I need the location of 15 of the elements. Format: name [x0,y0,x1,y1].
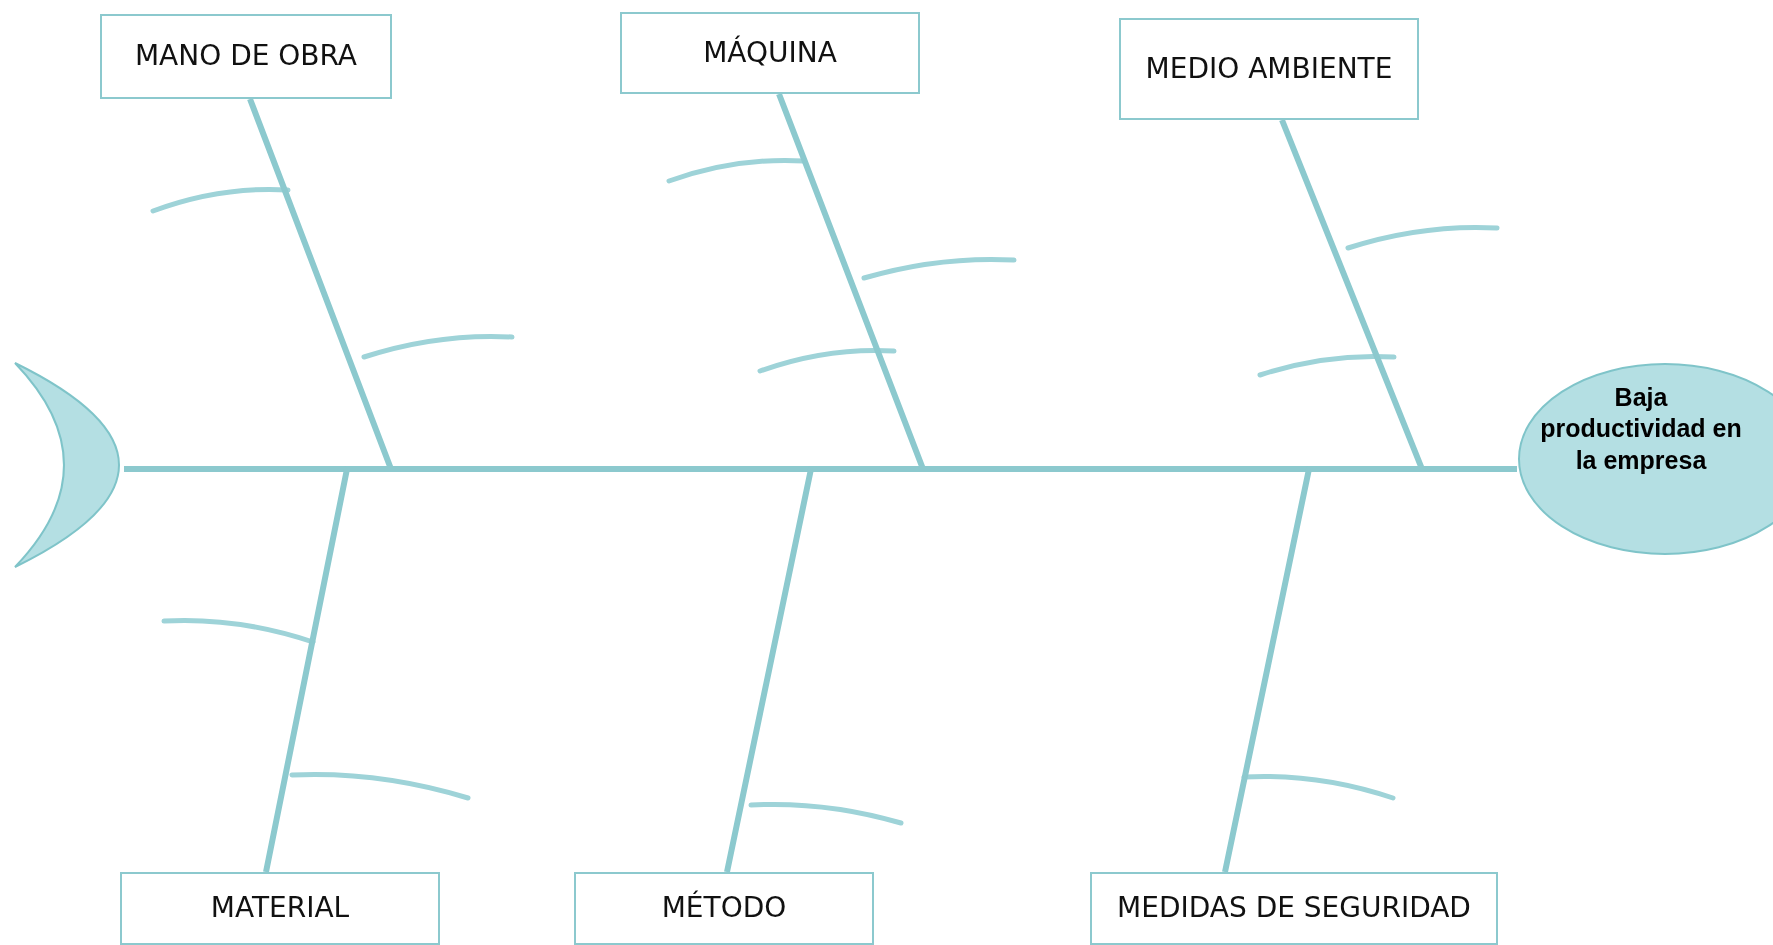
category-label: MÁQUINA [703,34,837,71]
category-box [620,12,920,94]
category-label: MÉTODO [661,890,787,927]
category-label: MATERIAL [210,890,350,927]
category-box [100,14,392,99]
category-box [574,872,874,945]
category-label: MEDIO AMBIENTE [1145,50,1393,87]
category-label: MEDIDAS DE SEGURIDAD [1117,890,1471,927]
category-box [1090,872,1498,945]
bone-line [1222,466,1517,873]
fish-head [1517,362,1773,556]
effect-label: Baja productividad en la empresa [1539,382,1743,476]
category-label: MANO DE OBRA [134,38,358,75]
category-box [120,872,440,945]
category-box [1119,18,1419,120]
